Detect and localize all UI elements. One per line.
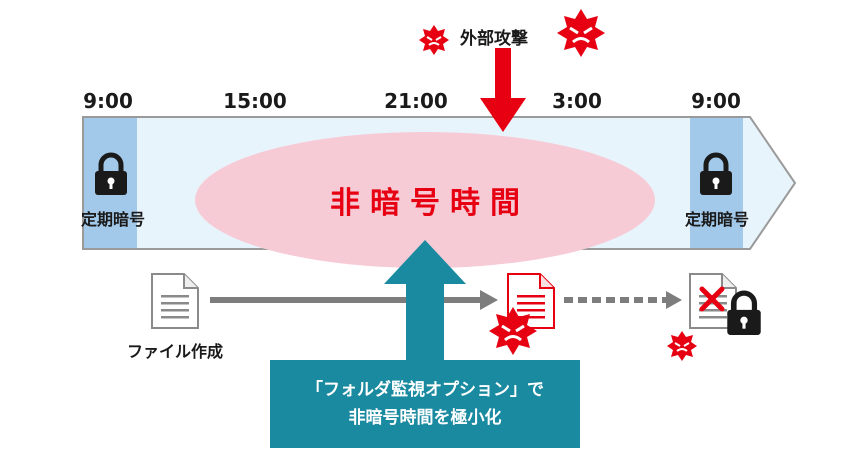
callout-line1: 「フォルダ監視オプション」で (306, 380, 544, 400)
callout-line2: 非暗号時間を極小化 (348, 408, 502, 428)
unencrypted-label: 非暗号時間 (330, 186, 530, 221)
arrow-up-icon (384, 240, 466, 364)
document-icon (151, 273, 199, 329)
tick-1: 15:00 (223, 89, 287, 113)
virus-icon (557, 9, 605, 57)
tick-4: 9:00 (691, 89, 741, 113)
virus-icon (489, 307, 537, 355)
virus-icon (419, 25, 449, 55)
cross-icon (699, 286, 725, 312)
lock-icon (95, 152, 127, 195)
unencrypted-ellipse (195, 132, 655, 268)
callout-box: 「フォルダ監視オプション」で 非暗号時間を極小化 (270, 360, 580, 448)
lock-icon (727, 290, 761, 335)
arrow-down-icon (480, 48, 526, 132)
virus-icon (667, 331, 697, 361)
file-created-label: ファイル作成 (126, 342, 223, 361)
tick-2: 21:00 (384, 89, 448, 113)
dashed-arrow (564, 291, 682, 309)
encrypt-label-right: 定期暗号 (684, 210, 749, 229)
encrypt-label-left: 定期暗号 (80, 210, 145, 229)
tick-3: 3:00 (552, 89, 602, 113)
attack-label: 外部攻撃 (460, 29, 528, 49)
progress-arrow (210, 290, 498, 310)
tick-0: 9:00 (83, 89, 133, 113)
lock-icon (700, 152, 732, 195)
document-icon (507, 273, 555, 329)
